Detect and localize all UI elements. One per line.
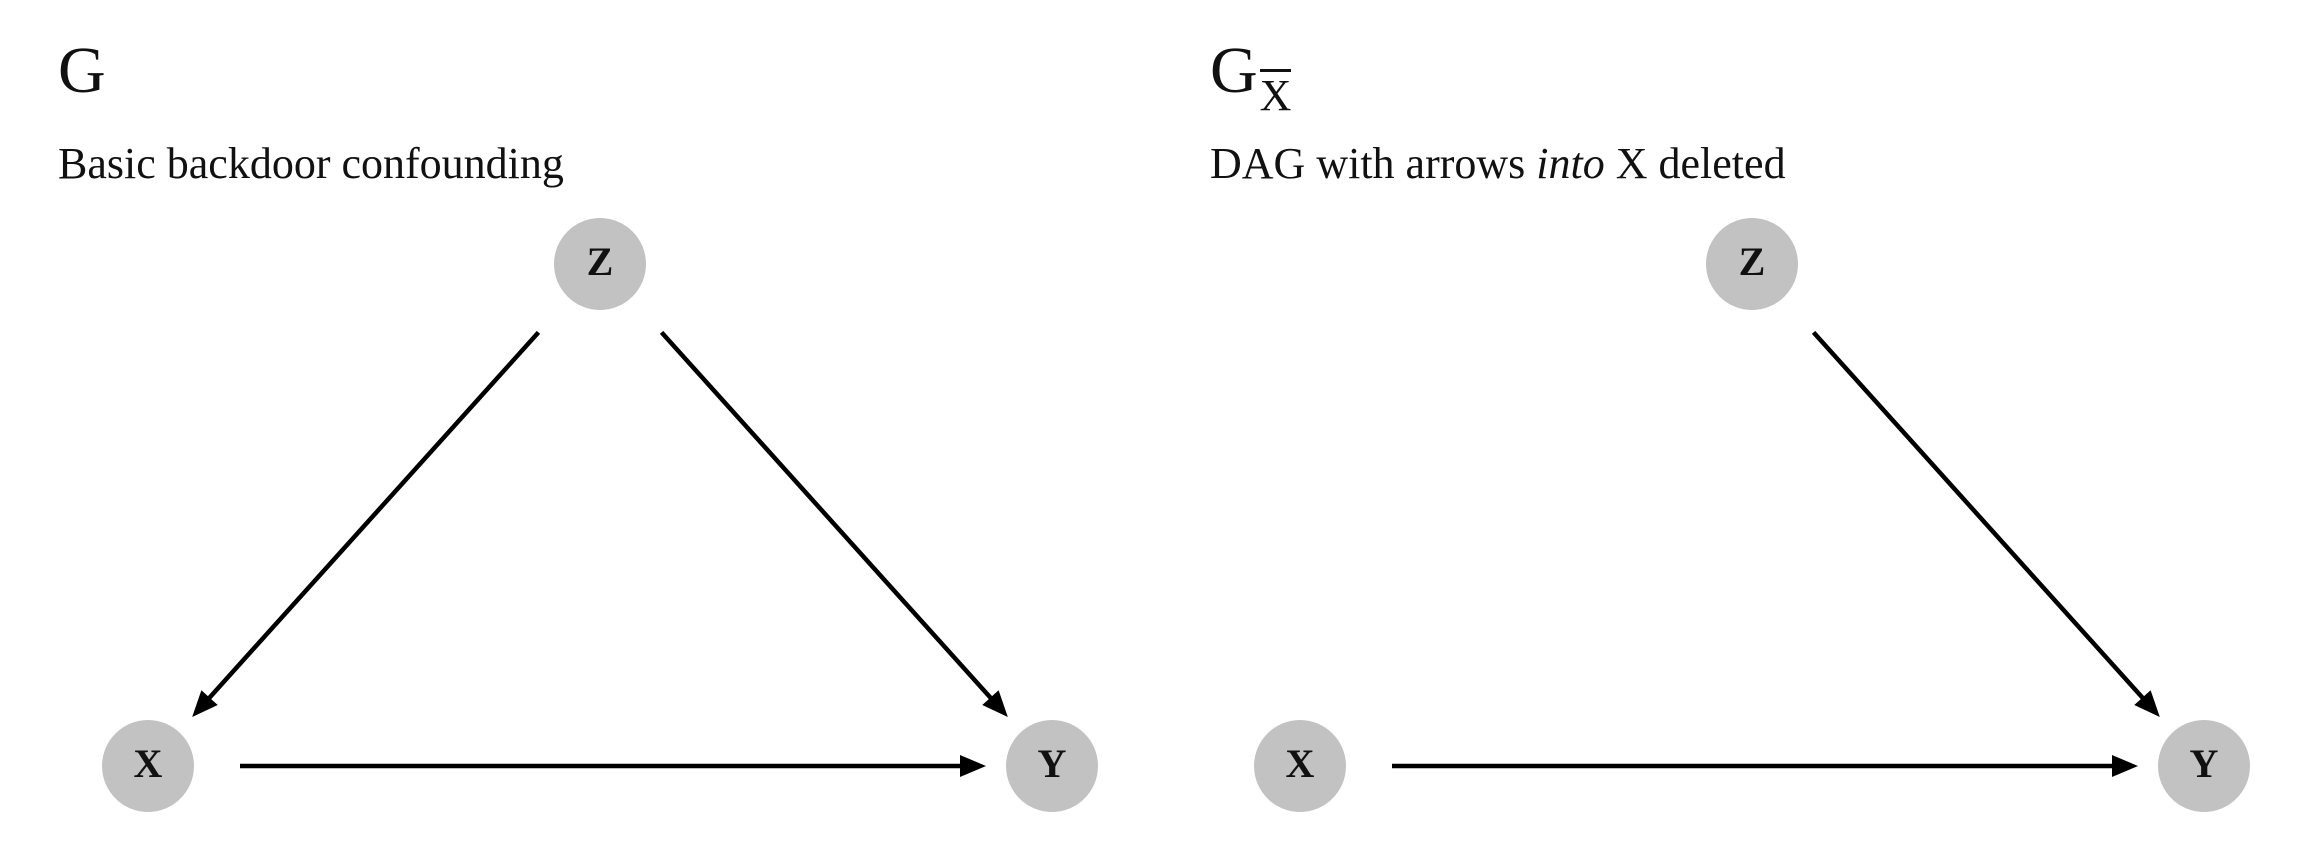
title-subscript-overbar: X: [1259, 69, 1292, 120]
node-z: Z: [554, 218, 646, 310]
panel-title: GX: [1210, 38, 1292, 118]
subtitle-italic-text: into: [1536, 139, 1605, 188]
panel-title: G: [58, 38, 106, 104]
edge-x-to-y: [1392, 755, 2138, 777]
edge-z-to-x: [192, 330, 541, 717]
node-x: X: [1254, 720, 1346, 812]
node-circle: [554, 218, 646, 310]
node-label: X: [134, 741, 163, 786]
node-z: Z: [1706, 218, 1798, 310]
node-circle: [1006, 720, 1098, 812]
panel-subtitle: Basic backdoor confounding: [58, 138, 564, 191]
subtitle-text: Basic backdoor confounding: [58, 139, 564, 188]
node-label: Z: [587, 239, 614, 284]
title-text: G: [1210, 34, 1258, 107]
node-y: Y: [1006, 720, 1098, 812]
title-text: G: [58, 34, 106, 107]
node-circle: [2158, 720, 2250, 812]
dag-diagram: Z X Y: [1254, 218, 2250, 812]
edge-z-to-y: [1811, 330, 2160, 717]
node-circle: [102, 720, 194, 812]
node-label: Y: [1038, 741, 1067, 786]
arrowhead-icon: [960, 755, 986, 777]
node-circle: [1706, 218, 1798, 310]
node-circle: [1254, 720, 1346, 812]
node-label: Z: [1739, 239, 1766, 284]
arrowhead-icon: [192, 690, 218, 717]
arrowhead-icon: [2112, 755, 2138, 777]
panel-original-dag: G Basic backdoor confounding Z X Y: [58, 38, 1098, 812]
subtitle-text-end: X deleted: [1604, 139, 1786, 188]
node-x: X: [102, 720, 194, 812]
subtitle-text: DAG with arrows: [1210, 139, 1537, 188]
node-y: Y: [2158, 720, 2250, 812]
arrowhead-icon: [2134, 690, 2160, 717]
arrowhead-icon: [982, 690, 1008, 717]
node-label: Y: [2190, 741, 2219, 786]
panel-subtitle: DAG with arrows into X deleted: [1210, 138, 1786, 191]
edge-z-to-y: [659, 330, 1008, 717]
dag-diagram: Z X Y: [102, 218, 1098, 812]
node-label: X: [1286, 741, 1315, 786]
edge-x-to-y: [240, 755, 986, 777]
